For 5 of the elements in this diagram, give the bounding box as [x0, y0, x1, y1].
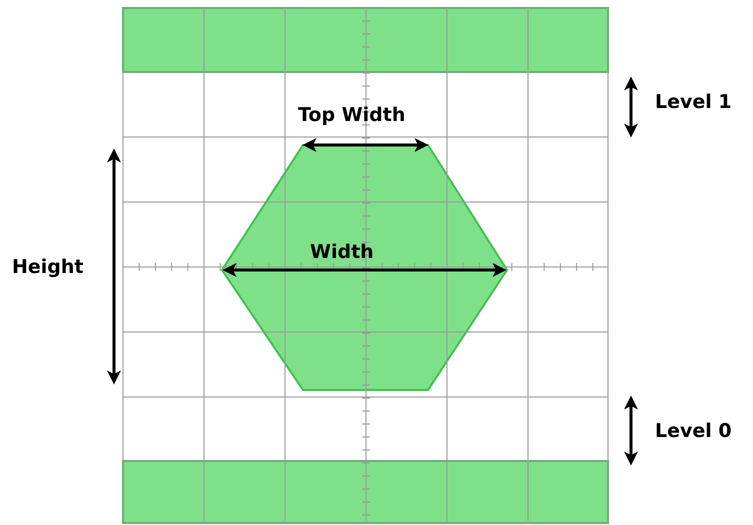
dimension-label: Top Width: [298, 104, 406, 126]
dimension-label: Width: [310, 241, 374, 263]
dimension-label: Height: [12, 256, 84, 278]
dimension-label: Level 0: [655, 420, 732, 442]
dimension-label: Level 1: [655, 91, 732, 113]
